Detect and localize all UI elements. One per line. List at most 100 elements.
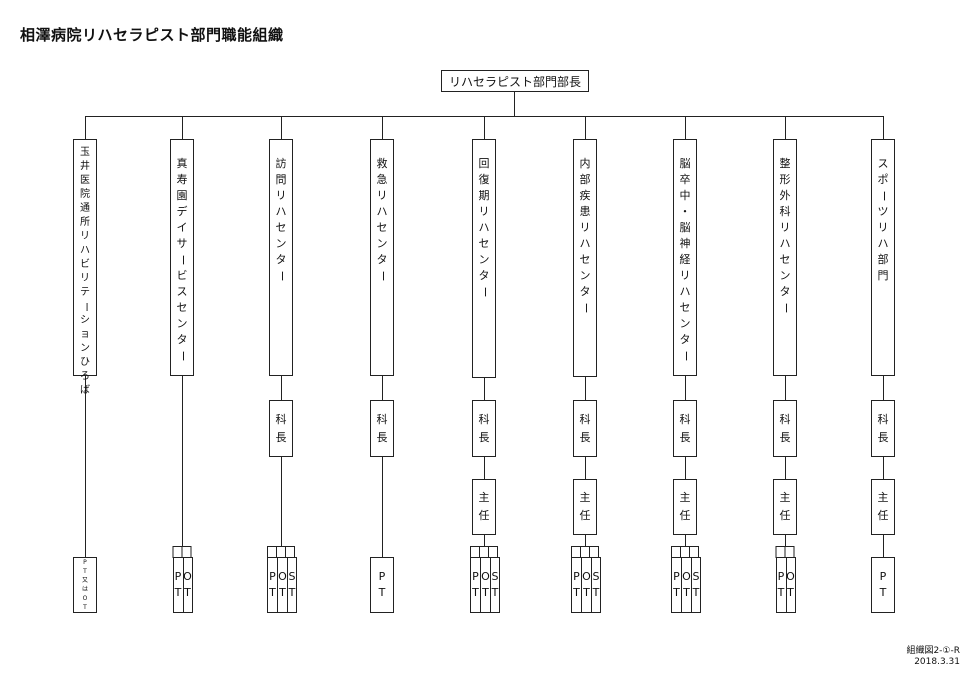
text-char: 中 <box>679 189 691 202</box>
text-char: ひ <box>80 357 90 368</box>
text-char: セ <box>376 221 388 234</box>
text-char: 科 <box>579 412 591 426</box>
text-char: S <box>692 570 700 583</box>
text-char: 真 <box>176 157 188 170</box>
text-char: 疾 <box>579 189 591 202</box>
department-name: 整形外科リハセンター <box>779 156 792 316</box>
text-char: 任 <box>779 509 791 522</box>
text-char: 期 <box>478 189 490 202</box>
text-char: 科 <box>877 412 889 426</box>
text-char: リ <box>579 221 591 234</box>
text-char: 長 <box>275 430 287 444</box>
text-char: T <box>174 586 182 599</box>
text-char: ス <box>877 157 889 170</box>
text-char: 門 <box>877 269 889 282</box>
text-char: T <box>592 586 600 599</box>
text-char: P <box>378 570 386 583</box>
text-char: T <box>288 586 296 599</box>
role-box: 主任 <box>472 479 496 535</box>
text-char: 神 <box>679 237 691 250</box>
text-char: セ <box>679 301 691 314</box>
role-box: 主任 <box>573 479 597 535</box>
text-char: タ <box>275 253 287 266</box>
staff-tab <box>267 546 277 558</box>
text-char: 卒 <box>679 173 691 186</box>
role-label: 科長 <box>580 411 591 447</box>
root-node-label: リハセラピスト部門部長 <box>448 74 581 89</box>
text-char: 科 <box>275 412 287 426</box>
text-char: 長 <box>478 430 490 444</box>
text-char: ろ <box>80 371 90 382</box>
text-char: ハ <box>376 205 388 218</box>
text-char: ー <box>779 302 792 314</box>
text-char: タ <box>679 333 691 346</box>
role-box: 科長 <box>573 400 597 457</box>
text-char: 患 <box>579 205 591 218</box>
role-box: 科長 <box>269 400 293 457</box>
text-char: ン <box>478 253 490 266</box>
staff-tab <box>172 546 183 558</box>
text-char: O <box>183 570 192 583</box>
text-char: S <box>592 570 600 583</box>
text-char: ツ <box>877 205 889 218</box>
text-char: 井 <box>80 161 90 172</box>
department-box: 訪問リハセンター <box>269 139 293 376</box>
role-box: 主任 <box>673 479 697 535</box>
text-char: ハ <box>579 237 591 250</box>
text-char: 科 <box>779 205 791 218</box>
role-label: 主任 <box>680 489 691 525</box>
text-char: T <box>692 586 700 599</box>
role-label: 科長 <box>780 411 791 447</box>
text-char: ン <box>779 269 791 282</box>
text-char: シ <box>80 315 90 326</box>
text-char: T <box>683 586 690 599</box>
staff-tab <box>276 546 286 558</box>
text-char: T <box>83 604 87 611</box>
text-char: ハ <box>275 205 287 218</box>
text-char: セ <box>275 221 287 234</box>
text-char: 長 <box>679 430 691 444</box>
text-char: ー <box>478 286 491 298</box>
text-char: リ <box>478 205 490 218</box>
text-char: P <box>472 570 479 583</box>
text-char: ハ <box>679 285 691 298</box>
text-char: リ <box>80 231 90 242</box>
text-char: 主 <box>679 491 691 504</box>
text-char: 科 <box>679 412 691 426</box>
department-box: 救急リハセンター <box>370 139 394 376</box>
text-char: ン <box>275 237 287 250</box>
text-char: S <box>288 570 296 583</box>
text-char: リ <box>376 189 388 202</box>
text-char: ビ <box>176 269 188 282</box>
text-char: 寿 <box>176 173 188 186</box>
text-char: タ <box>579 285 591 298</box>
staff-tab <box>775 546 786 558</box>
text-char: T <box>583 586 590 599</box>
text-char: 主 <box>877 491 889 504</box>
department-name: 玉井医院通所リハビリテーションひろば <box>80 146 91 398</box>
text-char: 復 <box>478 173 490 186</box>
role-label: 主任 <box>580 489 591 525</box>
text-char: T <box>879 586 887 599</box>
text-char: 科 <box>779 412 791 426</box>
text-char: T <box>279 586 286 599</box>
text-char: ス <box>176 285 188 298</box>
text-char: セ <box>478 237 490 250</box>
text-char: 脳 <box>679 221 691 234</box>
text-char: 院 <box>80 189 90 200</box>
text-char: 問 <box>275 173 287 186</box>
text-char: 医 <box>80 175 90 186</box>
